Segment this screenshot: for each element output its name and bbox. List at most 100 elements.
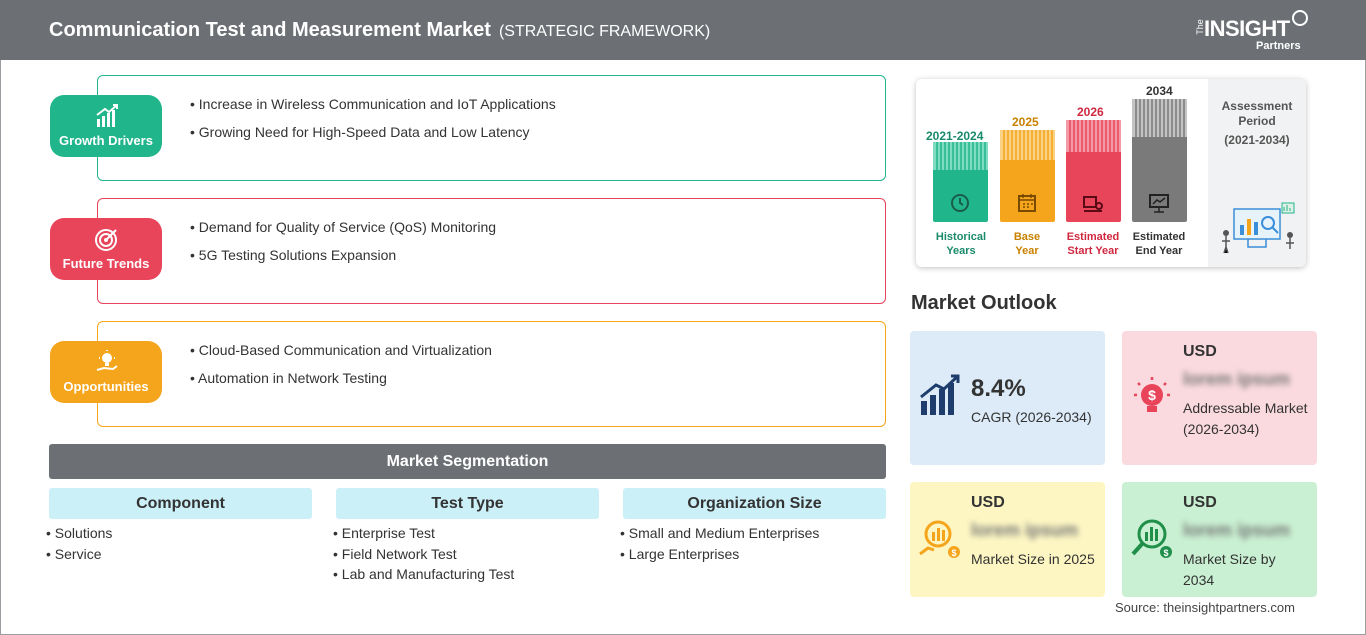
bar-stripes [933,142,988,170]
target-icon [95,229,117,251]
list-item: • Large Enterprises [620,545,740,562]
segment-list-component: • Solutions • Service [46,525,112,566]
growth-chart-icon [96,104,118,127]
growth-drivers-box [97,75,886,181]
segmentation-title: Market Segmentation [49,444,886,479]
presentation-icon [1149,194,1169,213]
bar-stripes [1132,99,1187,137]
year-historical: 2021-2024 [926,129,984,143]
opportunities-box [97,321,886,427]
svg-text:$: $ [951,548,956,558]
bar-stripes [1000,130,1055,160]
dollar-bulb-icon: $ [1134,377,1170,412]
assessment-line: Assessment [1221,99,1293,113]
list-item-text: Field Network Test [341,545,457,562]
caption-base: Base Year [992,230,1062,258]
growth-drivers-tag: Growth Drivers [50,95,162,157]
bar-historical [933,142,988,222]
addressable-value: lorem ipsum [1183,369,1291,389]
list-item: • Lab and Manufacturing Test [333,566,515,582]
caption-line: Year [1015,245,1039,257]
magnifier-chart-icon: $ [1131,519,1172,558]
lightbulb-hand-icon [96,350,118,371]
subtitle-text: (STRATEGIC FRAMEWORK) [498,23,711,40]
list-item: • Growing Need for High-Speed Data and L… [190,124,530,140]
list-item-text: Small and Medium Enterprises [628,525,820,541]
list-item: • Automation in Network Testing [190,370,387,386]
list-item-text: Lab and Manufacturing Test [341,566,515,582]
svg-text:$: $ [1163,548,1168,558]
caption-start: Estimated Start Year [1058,230,1128,258]
list-item-text: Large Enterprises [628,545,740,562]
list-item-text: Cloud-Based Communication and Virtualiza… [198,342,492,358]
caption-line: Estimated [1066,231,1120,243]
segment-list-test-type: • Enterprise Test • Field Network Test •… [333,525,514,587]
caption-historical: Historical Years [926,230,996,258]
caption-line: Base [1013,231,1041,243]
growth-drivers-label: Growth Drivers [59,133,153,148]
page-title: Communication Test and Measurement Marke… [49,19,710,42]
segment-header-component: Component [49,488,312,519]
cagr-card: 8.4% CAGR (2026-2034) [910,331,1105,465]
caption-line: Estimated [1132,231,1186,243]
cagr-label: CAGR (2026-2034) [971,409,1092,425]
caption-line: End Year [1135,245,1183,257]
opportunities-list: • Cloud-Based Communication and Virtuali… [190,342,492,398]
svg-text:$: $ [1148,387,1156,403]
list-item: • Solutions [46,525,113,541]
size2034-usd: USD [1183,494,1217,511]
list-item-text: Solutions [54,525,113,541]
list-item-text: Automation in Network Testing [198,370,387,386]
size2025-usd: USD [971,494,1005,511]
bar-base [1000,130,1055,222]
growth-bars-icon [920,374,960,415]
year-end: 2034 [1146,84,1173,98]
bar-end [1132,99,1187,222]
bar-start [1066,120,1121,222]
list-item-text: Demand for Quality of Service (QoS) Moni… [198,219,497,235]
opportunities-label: Opportunities [63,379,149,394]
growth-drivers-list: • Increase in Wireless Communication and… [190,96,556,152]
size2034-label: Market Size by 2034 [1183,551,1276,588]
future-trends-label: Future Trends [62,256,150,271]
market-size-2034-card: $ USD lorem ipsum Market Size by 2034 [1122,482,1317,597]
caption-end: Estimated End Year [1124,230,1194,258]
assessment-period-card: 2021-2024 Historical Years 2025 Base Yea… [916,79,1306,267]
calendar-icon [1018,194,1036,212]
bar-stripes [1066,120,1121,152]
header-bar: Communication Test and Measurement Marke… [0,0,1366,60]
list-item: • Field Network Test [333,545,457,562]
addressable-usd: USD [1183,343,1217,360]
analytics-illustration-icon [1222,202,1295,254]
size2025-value: lorem ipsum [971,520,1079,540]
size2034-value: lorem ipsum [1183,520,1291,540]
addressable-label: Addressable Market (2026-2034) [1183,400,1308,437]
caption-line: Years [946,245,976,257]
future-trends-tag: Future Trends [50,218,162,280]
year-base: 2025 [1012,115,1039,129]
assessment-period-label: Assessment Period (2021-2034) [1208,79,1306,267]
list-item: • Service [46,545,102,562]
list-item: • Cloud-Based Communication and Virtuali… [190,342,492,358]
list-item-text: Increase in Wireless Communication and I… [198,96,556,112]
money-chart-icon: $ [919,520,960,558]
assessment-line: Period [1238,114,1276,128]
list-item-text: Service [54,545,102,562]
addressable-market-card: $ USD lorem ipsum Addressable Market (20… [1122,331,1317,465]
logo-main: INSIGHT [1204,16,1290,41]
list-item: • 5G Testing Solutions Expansion [190,247,397,263]
logo-ring-icon [1292,10,1308,26]
future-trends-box [97,198,886,304]
market-outlook-title: Market Outlook [911,292,1057,314]
future-trends-list: • Demand for Quality of Service (QoS) Mo… [190,219,496,275]
list-item: • Increase in Wireless Communication and… [190,96,556,112]
year-start: 2026 [1077,105,1104,119]
list-item-text: 5G Testing Solutions Expansion [198,247,397,263]
source-link[interactable]: Source: theinsightpartners.com [1115,600,1295,615]
size2025-label: Market Size in 2025 [971,551,1095,567]
list-item: • Enterprise Test [333,525,435,541]
logo-sub: Partners [1256,40,1301,52]
list-item-text: Growing Need for High-Speed Data and Low… [198,124,530,140]
caption-line: Start Year [1067,245,1119,257]
insight-partners-logo[interactable]: The INSIGHT Partners [1192,10,1312,54]
